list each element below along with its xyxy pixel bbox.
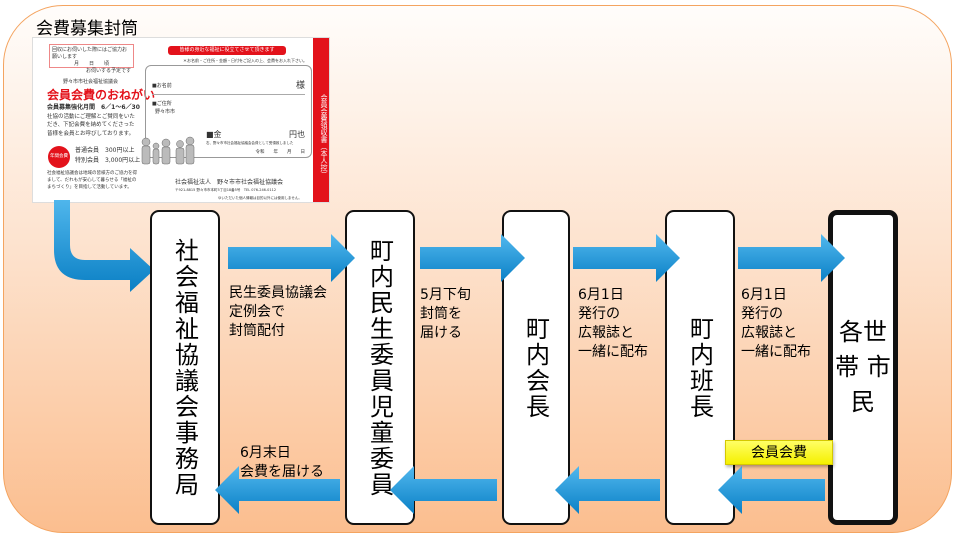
- banner: 皆様の身近な福祉に役立てさせて頂きます: [168, 46, 286, 55]
- amount-suffix: 円也: [289, 130, 305, 139]
- arrow-right-icon: [420, 234, 525, 282]
- family-illustration: [141, 136, 195, 165]
- step2-label: 5月下旬 封筒を 届ける: [420, 287, 471, 341]
- description: 社協の活動にご理解とご賛同をいただき、下記会費を納めてくださった皆様を会員とお呼…: [47, 114, 135, 137]
- hint: ＊お名前・ご住所・金額・日付をご記入の上、会費をお入れ下さい。: [183, 58, 307, 63]
- fee-badge: 会員会費: [725, 440, 833, 465]
- arrow-left-icon: [390, 466, 497, 514]
- privacy-note: ゆいただいた個人情報は目的以外には使用しません。: [218, 196, 302, 200]
- return-label: 6月末日 会費を届ける: [240, 445, 324, 480]
- address-value: 野々市市: [155, 109, 176, 115]
- issuer-address: 〒921-8815 野々市市本町5丁目18番5号 TEL 076-246-011…: [175, 188, 277, 192]
- annual-fee-badge: 年間会費: [48, 146, 70, 168]
- org-name: 野々市市社会福祉協議会: [63, 79, 119, 85]
- fee-regular: 普通会員 300円以上: [75, 147, 135, 154]
- stamp-line: 月 日 頃: [73, 61, 109, 67]
- receipt-side-label: 会員会費領収書（本人控）: [313, 38, 329, 202]
- arrow-left-icon: [555, 466, 660, 514]
- name-suffix: 様: [295, 81, 305, 91]
- period: 会員募集強化月間 6／1～6／30: [47, 104, 140, 111]
- arrow-right-icon: [573, 234, 680, 282]
- bent-arrow-icon: [54, 200, 154, 292]
- envelope-image: 回収にお伺いした際にはご協力お願いします 月 日 頃 お伺いする予定です 野々市…: [32, 37, 330, 203]
- receipt-note: 右、野々市市社会福祉協議会会費として受領致しました: [206, 141, 294, 145]
- arrow-left-icon: [718, 466, 825, 514]
- node-welfare-commissioner: 町内民生委員児童委員: [345, 210, 415, 525]
- arrow-right-icon: [228, 234, 355, 282]
- issuer: 社会福祉法人 野々市市社会福祉協議会: [175, 179, 284, 186]
- note: 社会福祉協議会は地域の皆様方のご協力を得まして、だれもが安心して暮らせる「福祉の…: [47, 171, 137, 190]
- stamp-line: お伺いする予定です: [85, 68, 131, 74]
- node-block-leader: 町内班長: [665, 210, 735, 525]
- fee-special: 特別会員 3,000円以上: [75, 156, 141, 164]
- step1-label: 民生委員協議会 定例会で 封筒配付: [229, 285, 327, 339]
- amount-label: ■金: [206, 130, 222, 139]
- address-label: ■ご住所: [152, 101, 172, 107]
- name-label: ■お名前: [152, 83, 172, 89]
- step3-label: 6月1日 発行の 広報誌と 一緒に配布: [578, 287, 648, 360]
- node-label: 各世帯 市民: [835, 318, 891, 416]
- headline: 会員会費のおねがい: [47, 88, 156, 102]
- arrow-left-icon: [215, 466, 340, 514]
- node-council-office: 社会福祉協議会事務局: [150, 210, 220, 525]
- node-label: 社会福祉協議会事務局: [170, 237, 199, 498]
- node-label: 町内班長: [685, 315, 714, 420]
- stamp-line: 回収にお伺いした際にはご協力お願いします: [52, 47, 128, 60]
- step4-label: 6月1日 発行の 広報誌と 一緒に配布: [741, 287, 811, 360]
- envelope-title: 会費募集封筒: [36, 19, 138, 39]
- visit-stamp: 回収にお伺いした際にはご協力お願いします 月 日 頃 お伺いする予定です: [49, 44, 134, 74]
- date: 令和 年 月 日: [255, 150, 306, 155]
- node-label: 町内民生委員児童委員: [365, 237, 394, 498]
- receipt-form: ■お名前 様 ■ご住所 野々市市 ■金 円也 右、野々市市社会福祉協議会会費とし…: [145, 65, 312, 158]
- node-label: 町内会長: [521, 315, 550, 420]
- fee-list: 普通会員 300円以上 特別会員 3,000円以上: [75, 146, 140, 165]
- arrow-right-icon: [738, 234, 845, 282]
